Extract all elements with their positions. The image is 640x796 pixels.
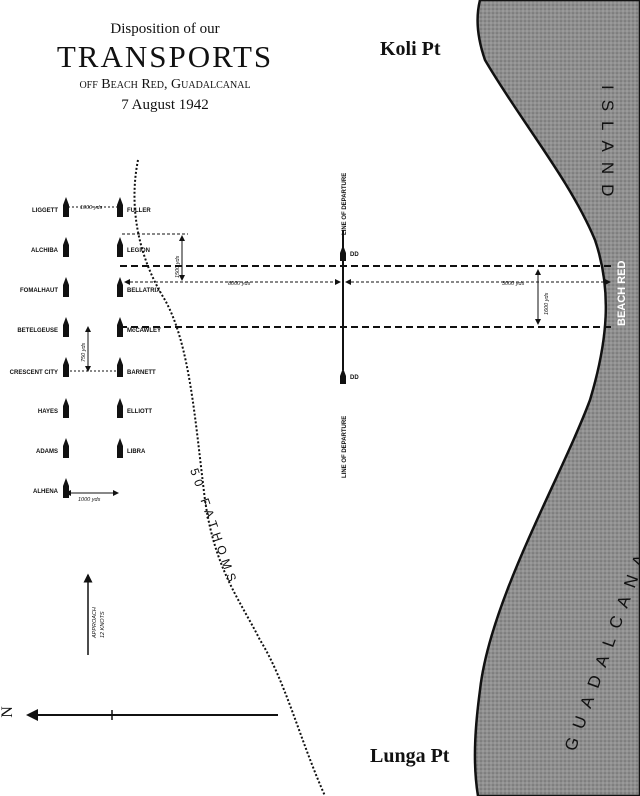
ships-right-column: FULLER LEGION BELLATRIX McCAWLEY BARNETT… [117, 197, 161, 458]
dist-1500-label: 1500 yds [175, 255, 181, 278]
title-line-2: TRANSPORTS [56, 39, 274, 74]
beach-red-label: BEACH RED [616, 261, 628, 326]
ship-label-right: LEGION [127, 248, 150, 254]
departure-label-bottom: LINE OF DEPARTURE [342, 416, 348, 478]
ship-icon [63, 197, 69, 217]
ship-label-left: BETELGEUSE [17, 328, 58, 334]
ship-label-left: CRESCENT CITY [10, 370, 58, 376]
fathom-line [133, 159, 326, 796]
guadalcanal-land [473, 0, 640, 796]
ship-icon [117, 197, 123, 217]
ship-label-left: LIGGETT [32, 208, 58, 214]
ship-icon [117, 357, 123, 377]
departure-label-top: LINE OF DEPARTURE [342, 173, 348, 235]
ship-label-right: FULLER [127, 208, 151, 214]
dist-1600-label: 1600 yds [544, 292, 550, 315]
gap-bottom-label: 1000 yds [78, 497, 101, 503]
ship-icon [63, 277, 69, 297]
ship-icon [117, 398, 123, 418]
title-line-4: 7 August 1942 [121, 97, 209, 113]
dd-south-icon [340, 368, 346, 384]
ships-left-column: LIGGETT ALCHIBA FOMALHAUT BETELGEUSE CRE… [10, 197, 69, 498]
ship-icon [117, 277, 123, 297]
ship-label-right: BELLATRIX [127, 288, 160, 294]
ship-icon [117, 438, 123, 458]
dist-750-label: 750 yds [81, 342, 87, 362]
ship-label-right: LIBRA [127, 449, 146, 455]
koli-point-label: Koli Pt [380, 38, 441, 60]
gap-top-label: 1000 yds [80, 205, 103, 211]
title-line-1: Disposition of our [110, 21, 220, 37]
map-title: Disposition of our TRANSPORTS off Beach … [40, 20, 290, 116]
dd-north-icon [340, 245, 346, 261]
ship-icon [63, 438, 69, 458]
ship-label-left: ALHENA [33, 489, 59, 495]
dist-3000-label: 3000 yds [502, 281, 525, 287]
title-line-3: off Beach Red, Guadalcanal [79, 77, 251, 92]
ship-label-right: BARNETT [127, 370, 156, 376]
ship-icon [63, 357, 69, 377]
ship-icon [117, 237, 123, 257]
lunga-point-label: Lunga Pt [370, 745, 450, 767]
ship-label-left: ALCHIBA [31, 248, 59, 254]
ship-icon [63, 398, 69, 418]
ship-label-right: ELLIOTT [127, 409, 152, 415]
ship-icon [63, 237, 69, 257]
ship-label-left: FOMALHAUT [20, 288, 58, 294]
island-label-top: ISLAND [598, 85, 617, 206]
dd-north-label: DD [350, 252, 359, 258]
ship-icon [63, 317, 69, 337]
approach-label-2: 12 KNOTS [100, 611, 106, 638]
ship-label-left: ADAMS [36, 449, 58, 455]
north-label: N [0, 706, 16, 718]
dist-8000-label: 8000 yds [228, 281, 251, 287]
fathom-label: 50 FATHOMS [187, 466, 241, 588]
dd-south-label: DD [350, 375, 359, 381]
ship-icon [117, 317, 123, 337]
approach-label-1: APPROACH [92, 607, 98, 639]
ship-label-right: McCAWLEY [127, 328, 161, 334]
ship-icon [63, 478, 69, 498]
ship-label-left: HAYES [38, 409, 58, 415]
